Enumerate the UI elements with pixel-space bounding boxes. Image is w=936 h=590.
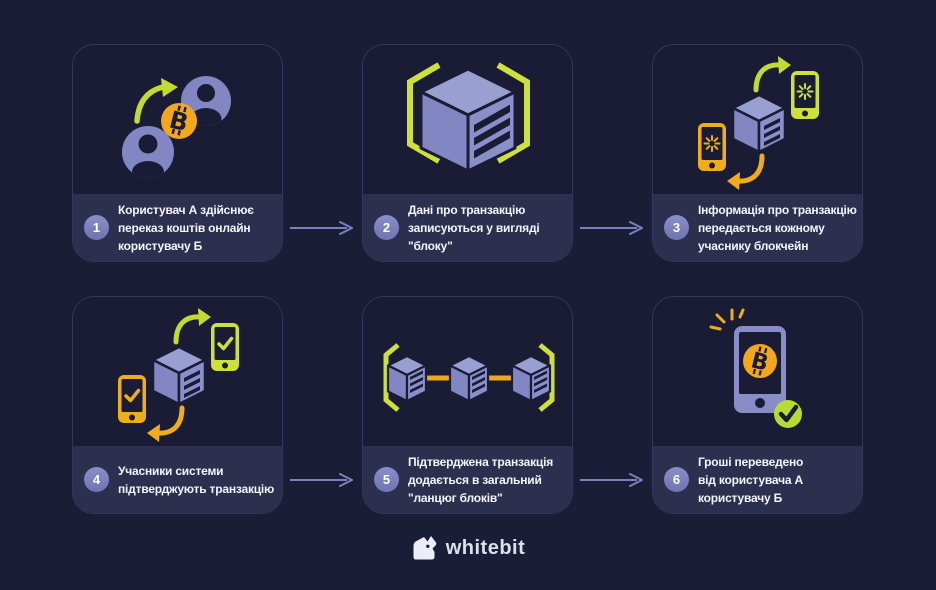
step-1-caption: 1 Користувач А здійснює переказ коштів о… (73, 194, 282, 261)
step-card-1: B 1 Користувач А здійснює переказ коштів… (72, 44, 283, 262)
step-text: Учасники системи підтверджують транзакці… (118, 463, 275, 496)
flow-arrow-icon (290, 221, 353, 235)
step-3-illustration (653, 45, 862, 195)
step-text: Користувач А здійснює переказ коштів онл… (118, 202, 254, 253)
step-text: Гроші переведено від користувача А корис… (698, 454, 804, 505)
step-5-caption: 5 Підтверджена транзакція додається в за… (363, 446, 572, 513)
step-card-3: 3 Інформація про транзакцію передається … (652, 44, 863, 262)
step-1-illustration: B (73, 45, 282, 195)
confirm-phones-icon (118, 308, 239, 442)
users-transfer-icon: B (122, 76, 231, 178)
footer-brand: whitebit (0, 534, 936, 562)
step-text: Дані про транзакцію записуються у вигляд… (408, 202, 540, 253)
data-block-icon (407, 62, 530, 173)
step-text: Підтверджена транзакція додається в зага… (408, 454, 554, 505)
step-card-4: 4 Учасники системи підтверджують транзак… (72, 296, 283, 514)
block-chain-icon (383, 343, 555, 412)
step-number-badge: 6 (664, 467, 689, 492)
step-6-illustration: B (653, 297, 862, 447)
flow-arrow-icon (290, 473, 353, 487)
step-4-illustration (73, 297, 282, 447)
step-6-caption: 6 Гроші переведено від користувача А кор… (653, 446, 862, 513)
step-number-badge: 5 (374, 467, 399, 492)
phone-success-icon: B (709, 308, 802, 428)
flow-arrow-icon (580, 221, 643, 235)
step-5-illustration (363, 297, 572, 447)
step-2-caption: 2 Дані про транзакцію записуються у вигл… (363, 194, 572, 261)
step-card-6: B 6 Гроші переведено від користувача А к… (652, 296, 863, 514)
step-number-badge: 2 (374, 215, 399, 240)
step-number-badge: 4 (84, 467, 109, 492)
step-4-caption: 4 Учасники системи підтверджують транзак… (73, 446, 282, 513)
step-number-badge: 1 (84, 215, 109, 240)
logo-text: whitebit (445, 536, 526, 559)
step-2-illustration (363, 45, 572, 195)
step-card-2: 2 Дані про транзакцію записуються у вигл… (362, 44, 573, 262)
flow-arrow-icon (580, 473, 643, 487)
whitebit-logo-icon (413, 536, 437, 560)
broadcast-phones-icon (698, 56, 819, 190)
step-text: Інформація про транзакцію передається ко… (698, 202, 857, 253)
step-number-badge: 3 (664, 215, 689, 240)
step-3-caption: 3 Інформація про транзакцію передається … (653, 194, 862, 261)
step-card-5: 5 Підтверджена транзакція додається в за… (362, 296, 573, 514)
